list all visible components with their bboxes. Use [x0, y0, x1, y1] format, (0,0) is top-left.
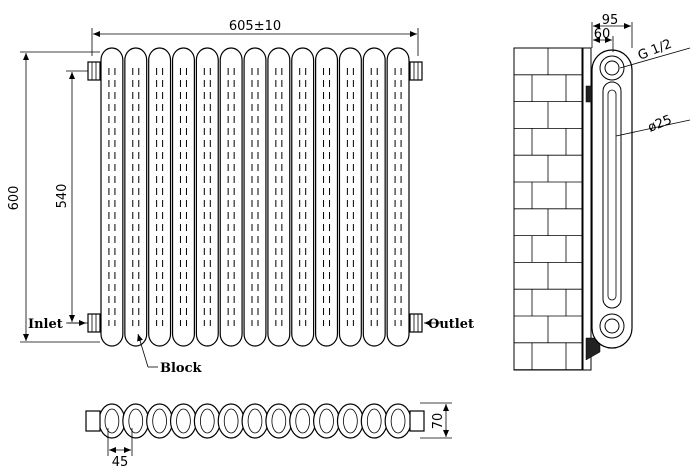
height-dimension-label: 600 — [7, 186, 22, 211]
side-view: 95 60 G 1/2 ø25 — [513, 13, 691, 371]
inlet-top-stub — [87, 61, 101, 81]
top-depth-label: 70 — [431, 413, 446, 430]
top-view-column — [265, 403, 293, 439]
top-view-right-stub — [409, 410, 425, 432]
top-view-column — [241, 403, 269, 439]
block-label: Block — [160, 361, 203, 376]
outlet-bottom-stub — [409, 313, 423, 333]
width-dimension-label: 605±10 — [229, 19, 281, 34]
bottom-thread-port — [599, 313, 625, 339]
radiator-column — [124, 47, 148, 347]
radiator-column — [195, 47, 219, 347]
radiator-column — [291, 47, 315, 347]
inlet-label: Inlet — [28, 317, 63, 332]
radiator-column — [148, 47, 172, 347]
radiator-columns — [100, 47, 410, 347]
top-view-columns — [98, 403, 412, 439]
top-view-column — [313, 403, 341, 439]
radiator-side-profile — [591, 49, 633, 349]
width-dimension: 605±10 — [91, 19, 419, 56]
top-depth-dimension: 70 — [420, 402, 452, 439]
radiator-column — [315, 47, 339, 347]
top-view-column — [193, 403, 221, 439]
top-view-column — [217, 403, 245, 439]
radiator-column — [171, 47, 195, 347]
radiator-column — [267, 47, 291, 347]
tube-diameter-label: ø25 — [646, 113, 674, 136]
thread-label: G 1/2 — [636, 37, 674, 64]
inlet-bottom-stub — [87, 313, 101, 333]
outlet-label: Outlet — [428, 317, 474, 332]
top-view-column — [146, 403, 174, 439]
top-view-left-stub — [85, 410, 101, 432]
pitch-label: 45 — [112, 455, 129, 470]
pitch-dimension: 45 — [107, 428, 133, 470]
top-view-column — [122, 403, 150, 439]
block-callout: Block — [137, 333, 203, 376]
offset-dimension: 60 — [593, 27, 614, 52]
radiator-column — [386, 47, 410, 347]
top-view-column — [360, 403, 388, 439]
top-view-column — [98, 403, 126, 439]
top-view-column — [336, 403, 364, 439]
height-dimension: 600 — [7, 51, 100, 343]
inlet-callout: Inlet — [28, 317, 86, 332]
outlet-top-stub — [409, 61, 423, 81]
offset-dimension-label: 60 — [594, 27, 611, 42]
center-dimension-label: 540 — [55, 184, 70, 209]
top-view-column — [289, 403, 317, 439]
radiator-column — [100, 47, 124, 347]
top-view: 70 45 — [85, 402, 452, 470]
depth-dimension: 95 — [591, 13, 633, 48]
radiator-column — [219, 47, 243, 347]
front-view: 605±10 600 540 Inlet Outlet Bloc — [7, 19, 474, 376]
radiator-column — [338, 47, 362, 347]
radiator-column — [243, 47, 267, 347]
center-dimension: 540 — [55, 70, 88, 324]
wall-bracket — [582, 47, 592, 371]
radiator-column — [362, 47, 386, 347]
top-view-column — [384, 403, 412, 439]
top-view-column — [169, 403, 197, 439]
top-thread-port — [599, 55, 625, 81]
depth-dimension-label: 95 — [602, 13, 619, 28]
brick-wall — [513, 47, 583, 371]
outlet-callout: Outlet — [424, 317, 474, 332]
